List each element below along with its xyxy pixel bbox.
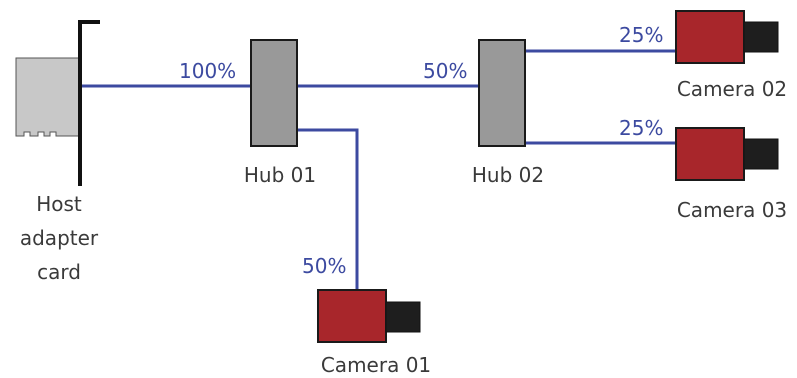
camera01-device bbox=[317, 289, 421, 343]
hub01-label: Hub 01 bbox=[244, 163, 316, 187]
pct-hub02-camera03: 25% bbox=[619, 116, 663, 140]
camera02-label: Camera 02 bbox=[677, 77, 787, 101]
camera02-device bbox=[675, 10, 779, 64]
links bbox=[82, 49, 676, 290]
link-hub01-camera01 bbox=[297, 128, 359, 290]
card-bracket bbox=[78, 20, 82, 186]
host-label-line-2: adapter bbox=[20, 226, 99, 250]
camera02-lens bbox=[743, 21, 779, 53]
camera03-body bbox=[675, 127, 745, 181]
hub01-box bbox=[250, 39, 298, 147]
pct-host-hub01: 100% bbox=[179, 59, 236, 83]
camera03-device bbox=[675, 127, 779, 181]
camera01-lens bbox=[385, 301, 421, 333]
host-label-line-3: card bbox=[37, 260, 81, 284]
host-adapter-card bbox=[15, 20, 100, 186]
host-label-line-1: Host bbox=[36, 192, 82, 216]
pct-hub01-hub02: 50% bbox=[423, 59, 467, 83]
camera03-label: Camera 03 bbox=[677, 198, 787, 222]
hub02-box bbox=[478, 39, 526, 147]
card-board bbox=[15, 57, 81, 137]
camera01-body bbox=[317, 289, 387, 343]
hub02-label: Hub 02 bbox=[472, 163, 544, 187]
card-bracket-tab bbox=[78, 20, 100, 24]
pct-hub02-camera02: 25% bbox=[619, 23, 663, 47]
camera02-body bbox=[675, 10, 745, 64]
camera03-lens bbox=[743, 138, 779, 170]
camera01-label: Camera 01 bbox=[321, 353, 431, 377]
pct-hub01-camera01: 50% bbox=[302, 254, 346, 278]
